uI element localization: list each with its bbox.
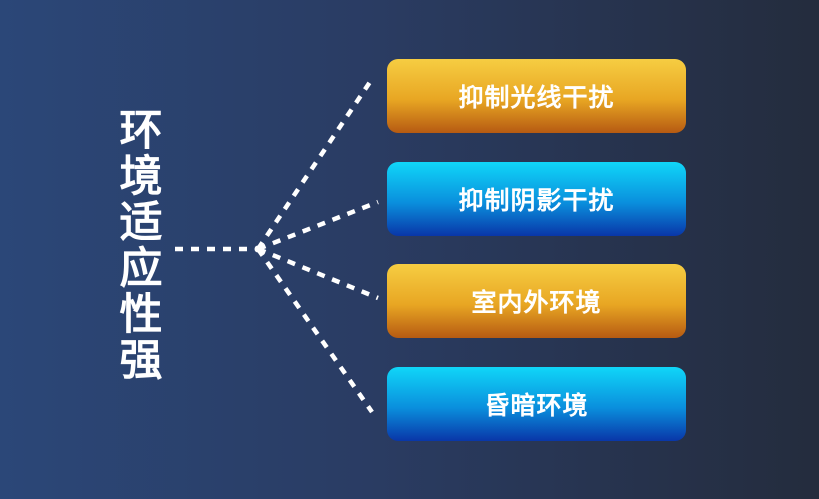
item-label: 昏暗环境: [484, 391, 589, 420]
branch-line-3: [257, 246, 379, 301]
junction-dot: [254, 245, 262, 253]
branch-line-4: [256, 247, 374, 414]
item-box-indoor-outdoor: 室内外环境: [387, 264, 686, 338]
item-box-dim-environment: 昏暗环境: [387, 367, 686, 441]
item-box-light-interference: 抑制光线干扰: [387, 59, 686, 133]
item-label: 室内外环境: [471, 288, 602, 317]
diagram-title: 环境适应性强: [119, 106, 163, 386]
branch-line-1: [256, 80, 372, 251]
item-label: 抑制阴影干扰: [458, 186, 615, 215]
item-box-shadow-interference: 抑制阴影干扰: [387, 162, 686, 236]
item-label: 抑制光线干扰: [458, 83, 615, 112]
branch-line-2: [257, 199, 379, 252]
